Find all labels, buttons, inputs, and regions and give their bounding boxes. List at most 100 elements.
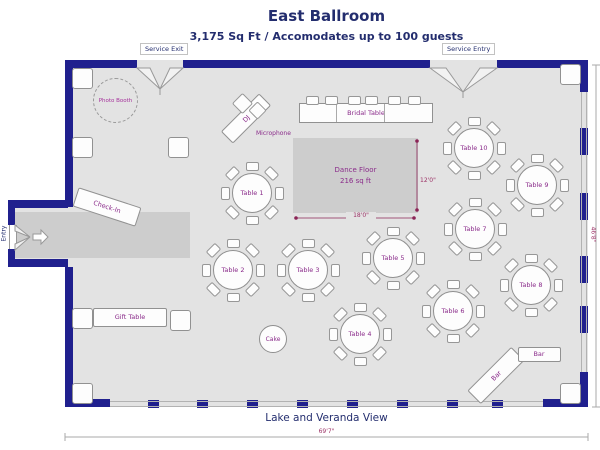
round-table-top bbox=[232, 173, 272, 213]
round-table: Table 3 bbox=[274, 236, 342, 304]
cake-table: Cake bbox=[259, 325, 287, 353]
chair bbox=[365, 96, 378, 105]
cocktail-table bbox=[72, 68, 93, 89]
microphone-label: Microphone bbox=[256, 130, 291, 137]
service-entry-label: Service Entry bbox=[442, 43, 496, 55]
window-mullion bbox=[580, 193, 588, 220]
window-mullion bbox=[347, 400, 358, 408]
round-table-label: Table 7 bbox=[463, 225, 487, 233]
round-table: Table 7 bbox=[441, 195, 509, 263]
window-mullion bbox=[447, 400, 458, 408]
bridal-table-divider bbox=[384, 104, 385, 122]
window-mullion bbox=[580, 306, 588, 333]
wall-segment bbox=[497, 60, 588, 68]
round-table-top bbox=[213, 250, 253, 290]
service-exit-label: Service Exit bbox=[140, 43, 189, 55]
gift-table: Gift Table bbox=[93, 307, 167, 327]
window-mullion bbox=[297, 400, 308, 408]
round-table-label: Table 5 bbox=[381, 254, 405, 262]
page-subtitle: 3,175 Sq Ft / Accomodates up to 100 gues… bbox=[189, 30, 464, 43]
dance-floor: Dance Floor 216 sq ft bbox=[293, 138, 418, 213]
round-table-top bbox=[454, 128, 494, 168]
chair bbox=[467, 116, 481, 126]
bridal-table: Bridal Table bbox=[299, 96, 433, 123]
cocktail-table bbox=[560, 383, 581, 404]
chair bbox=[353, 302, 367, 312]
round-table-label: Table 3 bbox=[296, 266, 320, 274]
bridal-table-divider bbox=[336, 104, 337, 122]
cocktail-table bbox=[560, 64, 581, 85]
wall-segment bbox=[183, 60, 430, 68]
round-table-top bbox=[455, 209, 495, 249]
chair bbox=[306, 96, 319, 105]
room-height-label: 46'8" bbox=[589, 226, 597, 243]
round-table-top bbox=[288, 250, 328, 290]
window-mullion bbox=[580, 128, 588, 155]
round-table-top bbox=[433, 291, 473, 331]
cocktail-table bbox=[72, 308, 93, 329]
window-mullion bbox=[197, 400, 208, 408]
cocktail-table bbox=[168, 137, 189, 158]
chair bbox=[348, 96, 361, 105]
chair bbox=[388, 96, 401, 105]
round-table-label: Table 6 bbox=[441, 307, 465, 315]
wall-segment bbox=[65, 60, 73, 207]
chair bbox=[468, 197, 482, 207]
dance-floor-label: Dance Floor 216 sq ft bbox=[334, 166, 377, 185]
round-table: Table 1 bbox=[218, 159, 286, 227]
window-mullion bbox=[148, 400, 159, 408]
round-table: Table 6 bbox=[419, 277, 487, 345]
wall-segment bbox=[65, 60, 137, 68]
chair bbox=[446, 279, 460, 289]
photo-booth: Photo Booth bbox=[93, 78, 138, 123]
cocktail-table bbox=[72, 137, 93, 158]
round-table-label: Table 2 bbox=[221, 266, 245, 274]
cocktail-table bbox=[72, 383, 93, 404]
round-table: Table 9 bbox=[503, 151, 571, 219]
round-table-label: Table 4 bbox=[348, 330, 372, 338]
chair bbox=[325, 96, 338, 105]
round-table-top bbox=[517, 165, 557, 205]
chair bbox=[408, 96, 421, 105]
entry-corridor bbox=[15, 212, 190, 258]
wall-segment bbox=[8, 200, 68, 208]
dance-floor-height-label: 12'0" bbox=[420, 177, 436, 184]
round-table: Table 8 bbox=[497, 251, 565, 319]
round-table-label: Table 8 bbox=[519, 281, 543, 289]
wall-segment bbox=[580, 372, 588, 407]
entry-label: Entry bbox=[0, 225, 8, 242]
window-wall-bottom bbox=[110, 401, 543, 407]
round-table: Table 10 bbox=[440, 114, 508, 182]
chair bbox=[524, 253, 538, 263]
room-width-label: 69'7" bbox=[318, 428, 335, 435]
bridal-table-label: Bridal Table bbox=[347, 109, 385, 117]
wall-segment bbox=[8, 259, 68, 267]
wall-segment bbox=[65, 267, 73, 407]
window-mullion bbox=[247, 400, 258, 408]
chair bbox=[386, 226, 400, 236]
window-wall-right bbox=[581, 92, 587, 372]
window-mullion bbox=[580, 256, 588, 283]
round-table-top bbox=[511, 265, 551, 305]
wall-segment bbox=[8, 249, 15, 266]
round-table-top bbox=[373, 238, 413, 278]
round-table-label: Table 1 bbox=[240, 189, 264, 197]
round-table: Table 4 bbox=[326, 300, 394, 368]
round-table: Table 5 bbox=[359, 224, 427, 292]
page-title: East Ballroom bbox=[267, 7, 386, 25]
cocktail-table bbox=[170, 310, 191, 331]
lake-view-label: Lake and Veranda View bbox=[265, 412, 388, 424]
window-mullion bbox=[492, 400, 503, 408]
bar-table: Bar bbox=[517, 346, 561, 362]
round-table-label: Table 10 bbox=[460, 144, 488, 152]
chair bbox=[530, 153, 544, 163]
round-table-top bbox=[340, 314, 380, 354]
dance-floor-width-label: 18'0" bbox=[346, 212, 376, 219]
entry-door-frame bbox=[9, 225, 17, 249]
window-mullion bbox=[397, 400, 408, 408]
round-table: Table 2 bbox=[199, 236, 267, 304]
wall-segment bbox=[580, 60, 588, 92]
chair bbox=[226, 238, 240, 248]
round-table-label: Table 9 bbox=[525, 181, 549, 189]
